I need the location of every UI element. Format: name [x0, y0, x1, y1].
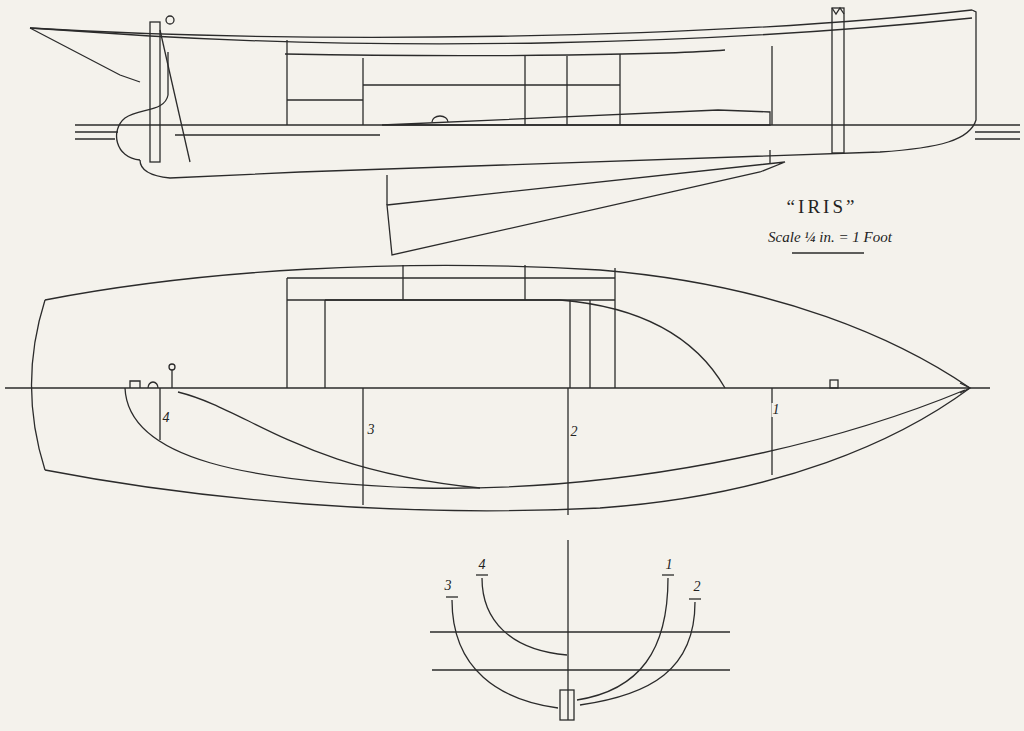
section-number: 4: [478, 558, 487, 572]
body-plan: [430, 540, 730, 720]
section-number: 4: [162, 411, 171, 425]
section-number: 2: [570, 425, 579, 439]
section-number: 1: [665, 558, 674, 572]
section-number: 3: [444, 579, 453, 593]
plan-view: [5, 265, 990, 515]
scale-caption: Scale ¼ in. = 1 Foot: [767, 230, 893, 245]
section-number: 2: [693, 580, 702, 594]
profile-view: [30, 8, 1020, 255]
drawing-title: “IRIS”: [786, 197, 859, 216]
section-number: 3: [367, 423, 376, 437]
section-number: 1: [772, 403, 781, 417]
